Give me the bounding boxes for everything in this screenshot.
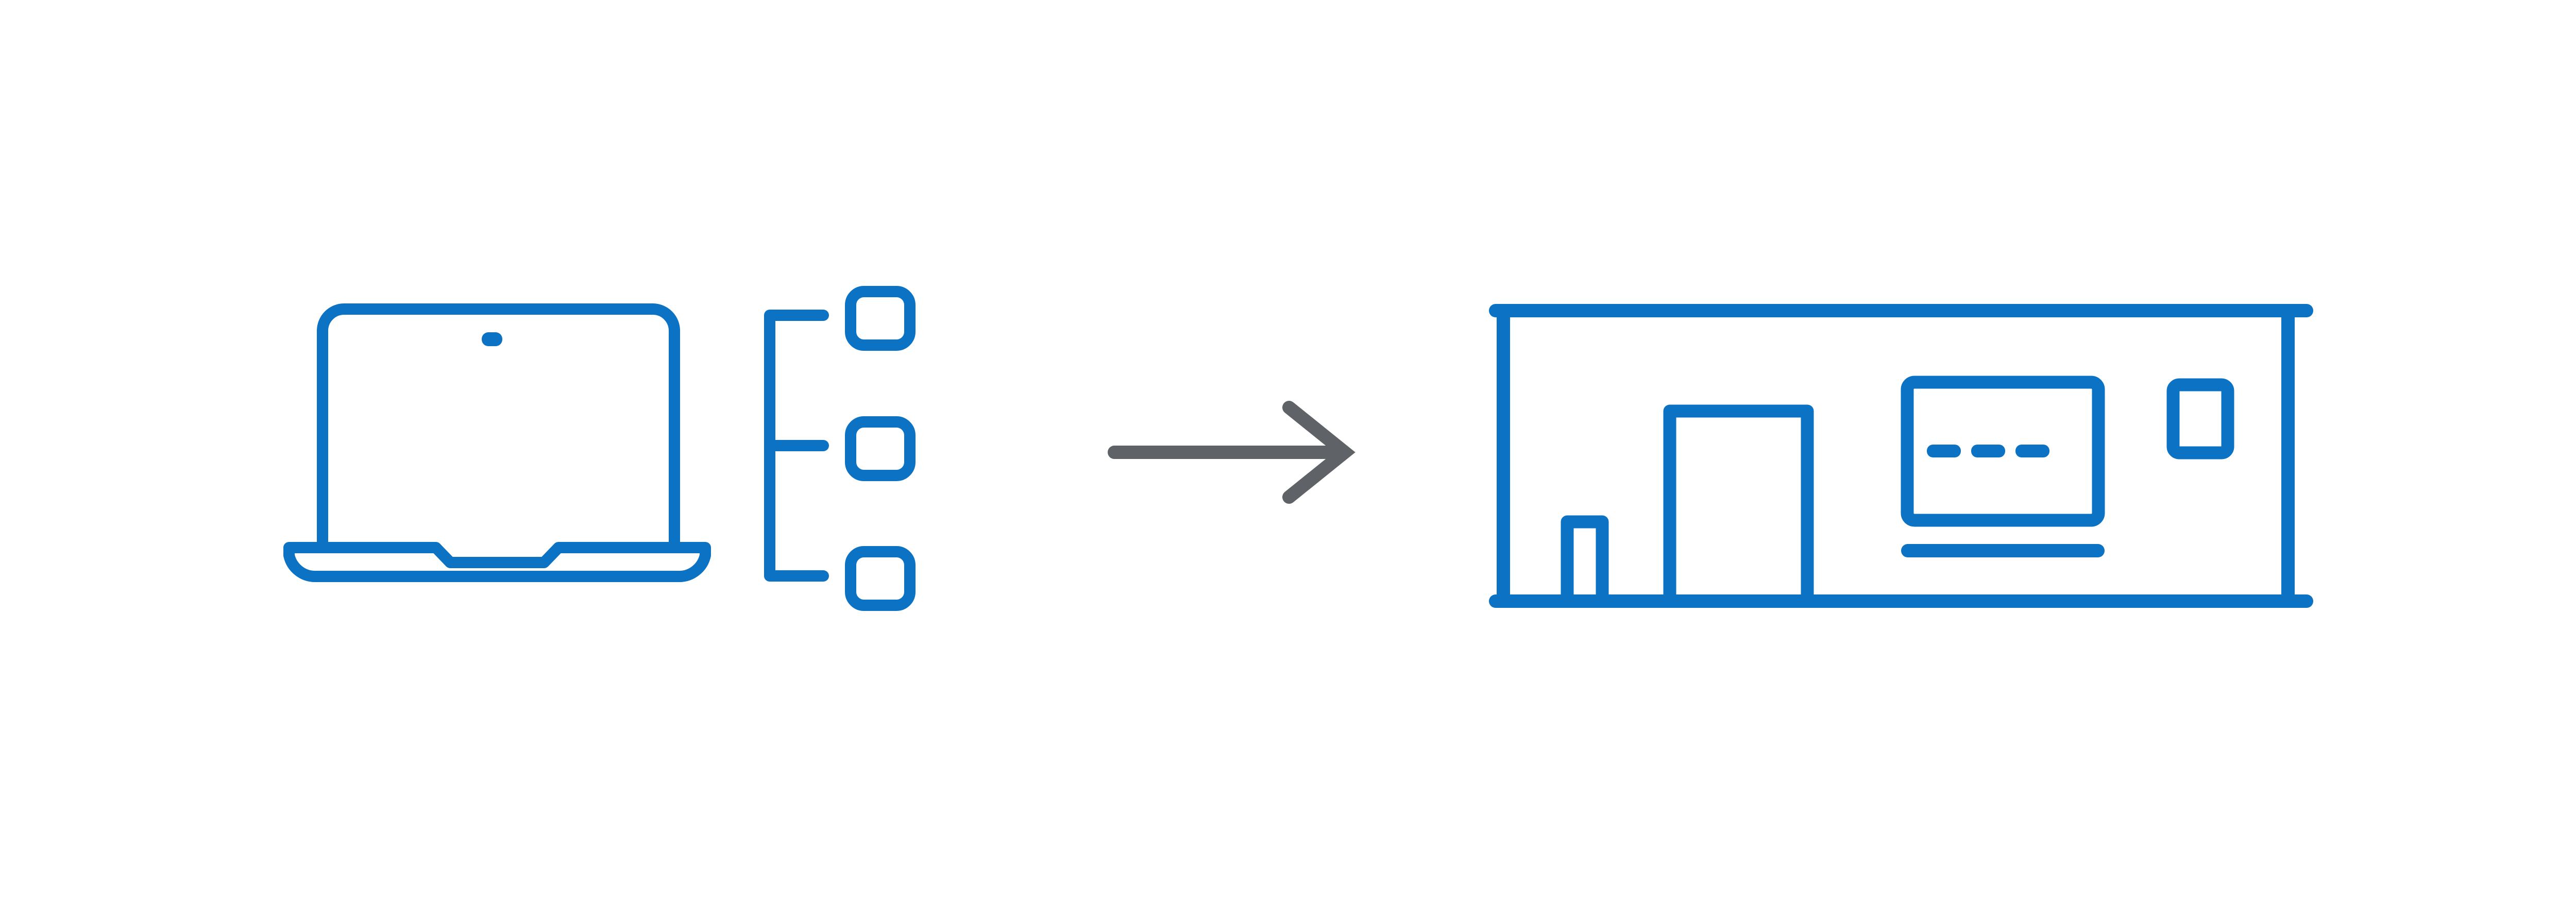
control-panel-dash-1-icon xyxy=(1927,445,1961,457)
source-group xyxy=(283,286,916,611)
control-panel-base-bar xyxy=(1901,544,2105,557)
control-panel-icon xyxy=(1901,376,2105,527)
building-shell xyxy=(1489,304,2313,608)
arrow-head-icon xyxy=(1282,401,1355,504)
small-machine-icon xyxy=(1561,515,1609,598)
laptop-base xyxy=(283,542,711,582)
config-item-box-1 xyxy=(845,286,916,351)
target-group xyxy=(1489,304,2313,608)
laptop-webcam-icon xyxy=(482,332,502,346)
building-left-wall xyxy=(1497,312,1510,597)
laptop-icon xyxy=(283,303,711,582)
config-item-box-2 xyxy=(845,416,916,481)
tall-machine-icon xyxy=(1663,404,1814,598)
laptop-screen-outline xyxy=(317,303,680,543)
config-item-box-3 xyxy=(845,546,916,611)
control-panel-screen xyxy=(1901,376,2105,527)
config-list-icon xyxy=(764,286,916,611)
building-roof xyxy=(1489,304,2313,317)
control-panel-dash-3-icon xyxy=(2015,445,2049,457)
transition-arrow-icon xyxy=(1108,401,1355,504)
side-cabinet-icon xyxy=(2166,378,2234,460)
control-panel-dash-2-icon xyxy=(1971,445,2005,457)
building-right-wall xyxy=(2281,312,2295,597)
building-floor xyxy=(1489,594,2313,608)
